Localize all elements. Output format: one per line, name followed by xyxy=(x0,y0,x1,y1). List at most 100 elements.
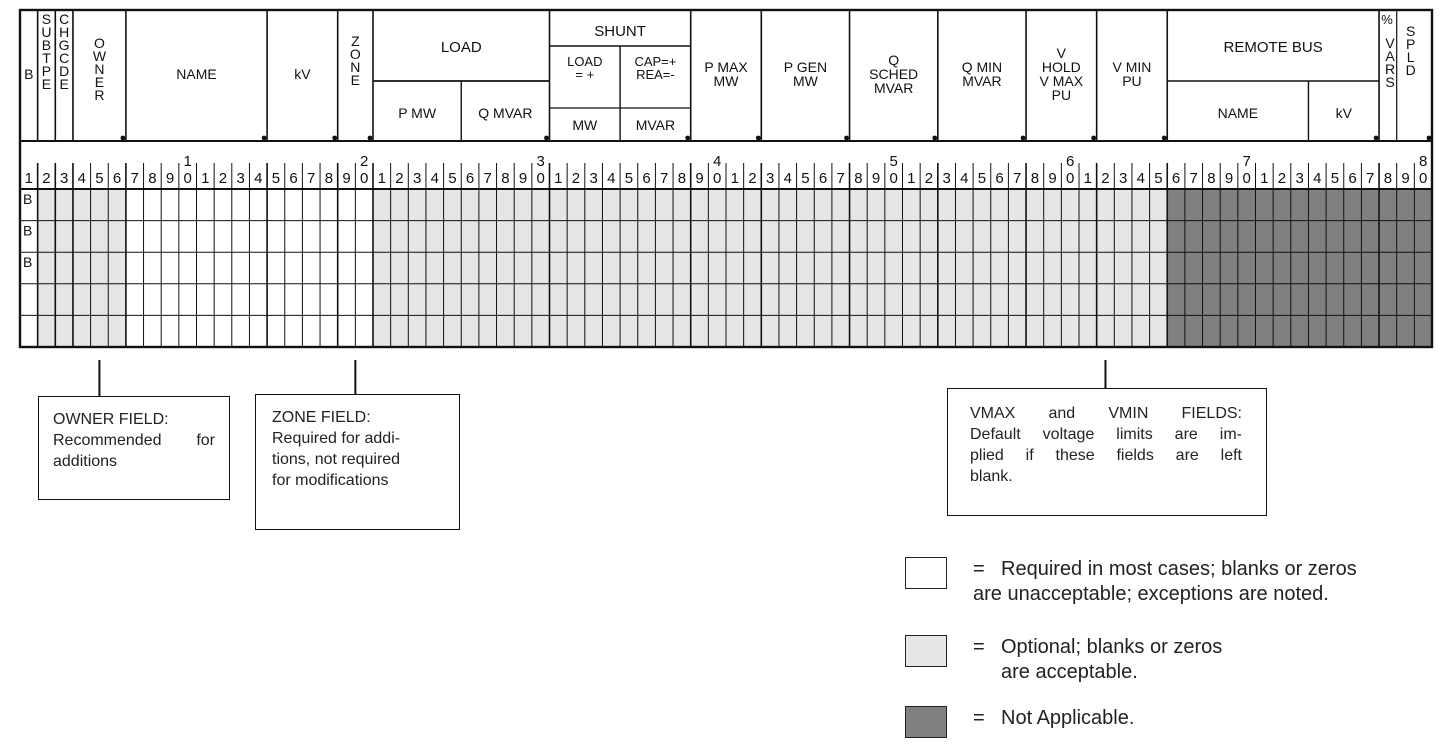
column-digit: 7 xyxy=(1013,170,1021,187)
column-digit: 9 xyxy=(519,170,527,187)
column-digit: 2 xyxy=(572,170,580,187)
column-digit: 5 xyxy=(801,170,809,187)
column-digit: 8 xyxy=(325,170,333,187)
field-end-dot xyxy=(332,135,338,141)
shade-band-8 xyxy=(761,189,850,347)
owner-note-line-1: Recommended for xyxy=(53,432,215,449)
column-digit: 5 xyxy=(1154,170,1162,187)
column-decade-mark: 3 xyxy=(537,153,545,170)
qsched-label-line: MVAR xyxy=(874,80,913,96)
pmax-label-line: MW xyxy=(714,73,740,89)
shunt-unit-label: MW xyxy=(572,117,598,133)
remote_bus-sub-label: kV xyxy=(1336,105,1353,121)
subtype-label-letter: T xyxy=(42,50,51,66)
column-digit: 0 xyxy=(184,170,192,187)
column-digit: 0 xyxy=(537,170,545,187)
card-shading-layer xyxy=(37,189,1432,347)
owner-label-letter: E xyxy=(95,74,104,90)
vmax-note-line-1: Default voltage limits are im- xyxy=(970,426,1242,443)
spld-label-letter: S xyxy=(1406,23,1415,39)
shunt-unit-label: MVAR xyxy=(636,117,675,133)
column-digit: 2 xyxy=(395,170,403,187)
required-line-2: are unacceptable; exceptions are noted. xyxy=(973,583,1329,605)
column-digit: 1 xyxy=(25,170,33,187)
column-digit: 1 xyxy=(907,170,915,187)
load-sub-label: P MW xyxy=(398,105,437,121)
zone-label-letter: O xyxy=(350,46,361,62)
column-digit: 7 xyxy=(660,170,668,187)
column-digit: 4 xyxy=(960,170,968,187)
not-applicable-legend-text: =Not Applicable. xyxy=(973,706,1134,731)
column-decade-mark: 7 xyxy=(1243,153,1251,170)
column-digit: 2 xyxy=(42,170,50,187)
zone-field-note: ZONE FIELD: Required for addi- tions, no… xyxy=(255,394,460,530)
column-digit: 4 xyxy=(431,170,439,187)
zone-note-line-2: tions, not required xyxy=(272,451,401,468)
column-digit: 3 xyxy=(766,170,774,187)
vhold-label-line: PU xyxy=(1052,87,1071,103)
optional-legend-text: = Optional; blanks or zeros are acceptabl… xyxy=(973,635,1222,685)
shade-band-10 xyxy=(937,189,1027,347)
owner-label-letter: R xyxy=(94,87,104,103)
column-digit: 4 xyxy=(254,170,262,187)
owner-note-title: OWNER FIELD: xyxy=(53,411,169,428)
optional-swatch xyxy=(905,635,947,667)
kv-label-line: kV xyxy=(294,66,311,82)
row-card-code: B xyxy=(23,254,32,270)
qmin-label-line: MVAR xyxy=(962,73,1001,89)
column-digit: 3 xyxy=(1295,170,1303,187)
column-digit: 4 xyxy=(1137,170,1145,187)
column-digit: 5 xyxy=(272,170,280,187)
column-digit: 4 xyxy=(78,170,86,187)
vmax-note-title: VMAX and VMIN FIELDS: xyxy=(970,405,1242,422)
column-digit: 2 xyxy=(925,170,933,187)
column-digit: 0 xyxy=(1243,170,1251,187)
owner-label-letter: W xyxy=(93,48,107,64)
column-digit: 6 xyxy=(819,170,827,187)
column-digit: 0 xyxy=(1066,170,1074,187)
column-digit: 1 xyxy=(201,170,209,187)
shade-band-14 xyxy=(373,189,462,347)
chgcde-label-letter: H xyxy=(59,24,69,40)
vars-label-letter: R xyxy=(1385,61,1395,77)
note-leader-lines xyxy=(98,360,1107,396)
subtype-label-letter: S xyxy=(42,11,51,27)
column-digit: 7 xyxy=(1190,170,1198,187)
column-digit: 3 xyxy=(413,170,421,187)
column-digit: 8 xyxy=(1031,170,1039,187)
pct-label: % xyxy=(1381,12,1393,27)
column-digit: 7 xyxy=(837,170,845,187)
vars-label-letter: V xyxy=(1385,35,1395,51)
optional-line-1: Optional; blanks or zeros xyxy=(1001,636,1223,658)
shunt-sub-label: = + xyxy=(575,67,594,82)
qsched-label-line: SCHED xyxy=(869,66,918,82)
column-digit: 1 xyxy=(554,170,562,187)
column-digit: 7 xyxy=(484,170,492,187)
column-decade-mark: 6 xyxy=(1066,153,1074,170)
column-decade-mark: 8 xyxy=(1419,153,1427,170)
column-digit: 2 xyxy=(1101,170,1109,187)
column-digit: 8 xyxy=(501,170,509,187)
column-digit: 6 xyxy=(642,170,650,187)
field-end-dot xyxy=(544,135,549,141)
qmin-label-line: Q MIN xyxy=(962,59,1002,75)
column-digit: 3 xyxy=(1119,170,1127,187)
field-end-dot xyxy=(685,135,691,141)
vmin-label-line: PU xyxy=(1122,73,1141,89)
field-end-dot xyxy=(367,135,373,141)
column-digit: 2 xyxy=(748,170,756,187)
shunt-group-label: SHUNT xyxy=(594,23,646,40)
column-digit: 6 xyxy=(113,170,121,187)
field-end-dot xyxy=(1091,135,1097,141)
column-digit: 9 xyxy=(1225,170,1233,187)
column-digit: 1 xyxy=(731,170,739,187)
column-digit: 0 xyxy=(1419,170,1427,187)
subtype-label-letter: P xyxy=(42,63,51,79)
vhold-label-line: V MAX xyxy=(1040,73,1084,89)
optional-line-2: are acceptable. xyxy=(1001,661,1138,683)
spld-label-letter: D xyxy=(1406,62,1416,78)
column-digit: 8 xyxy=(1207,170,1215,187)
column-digit: 6 xyxy=(995,170,1003,187)
legend-equals: = xyxy=(973,636,985,658)
